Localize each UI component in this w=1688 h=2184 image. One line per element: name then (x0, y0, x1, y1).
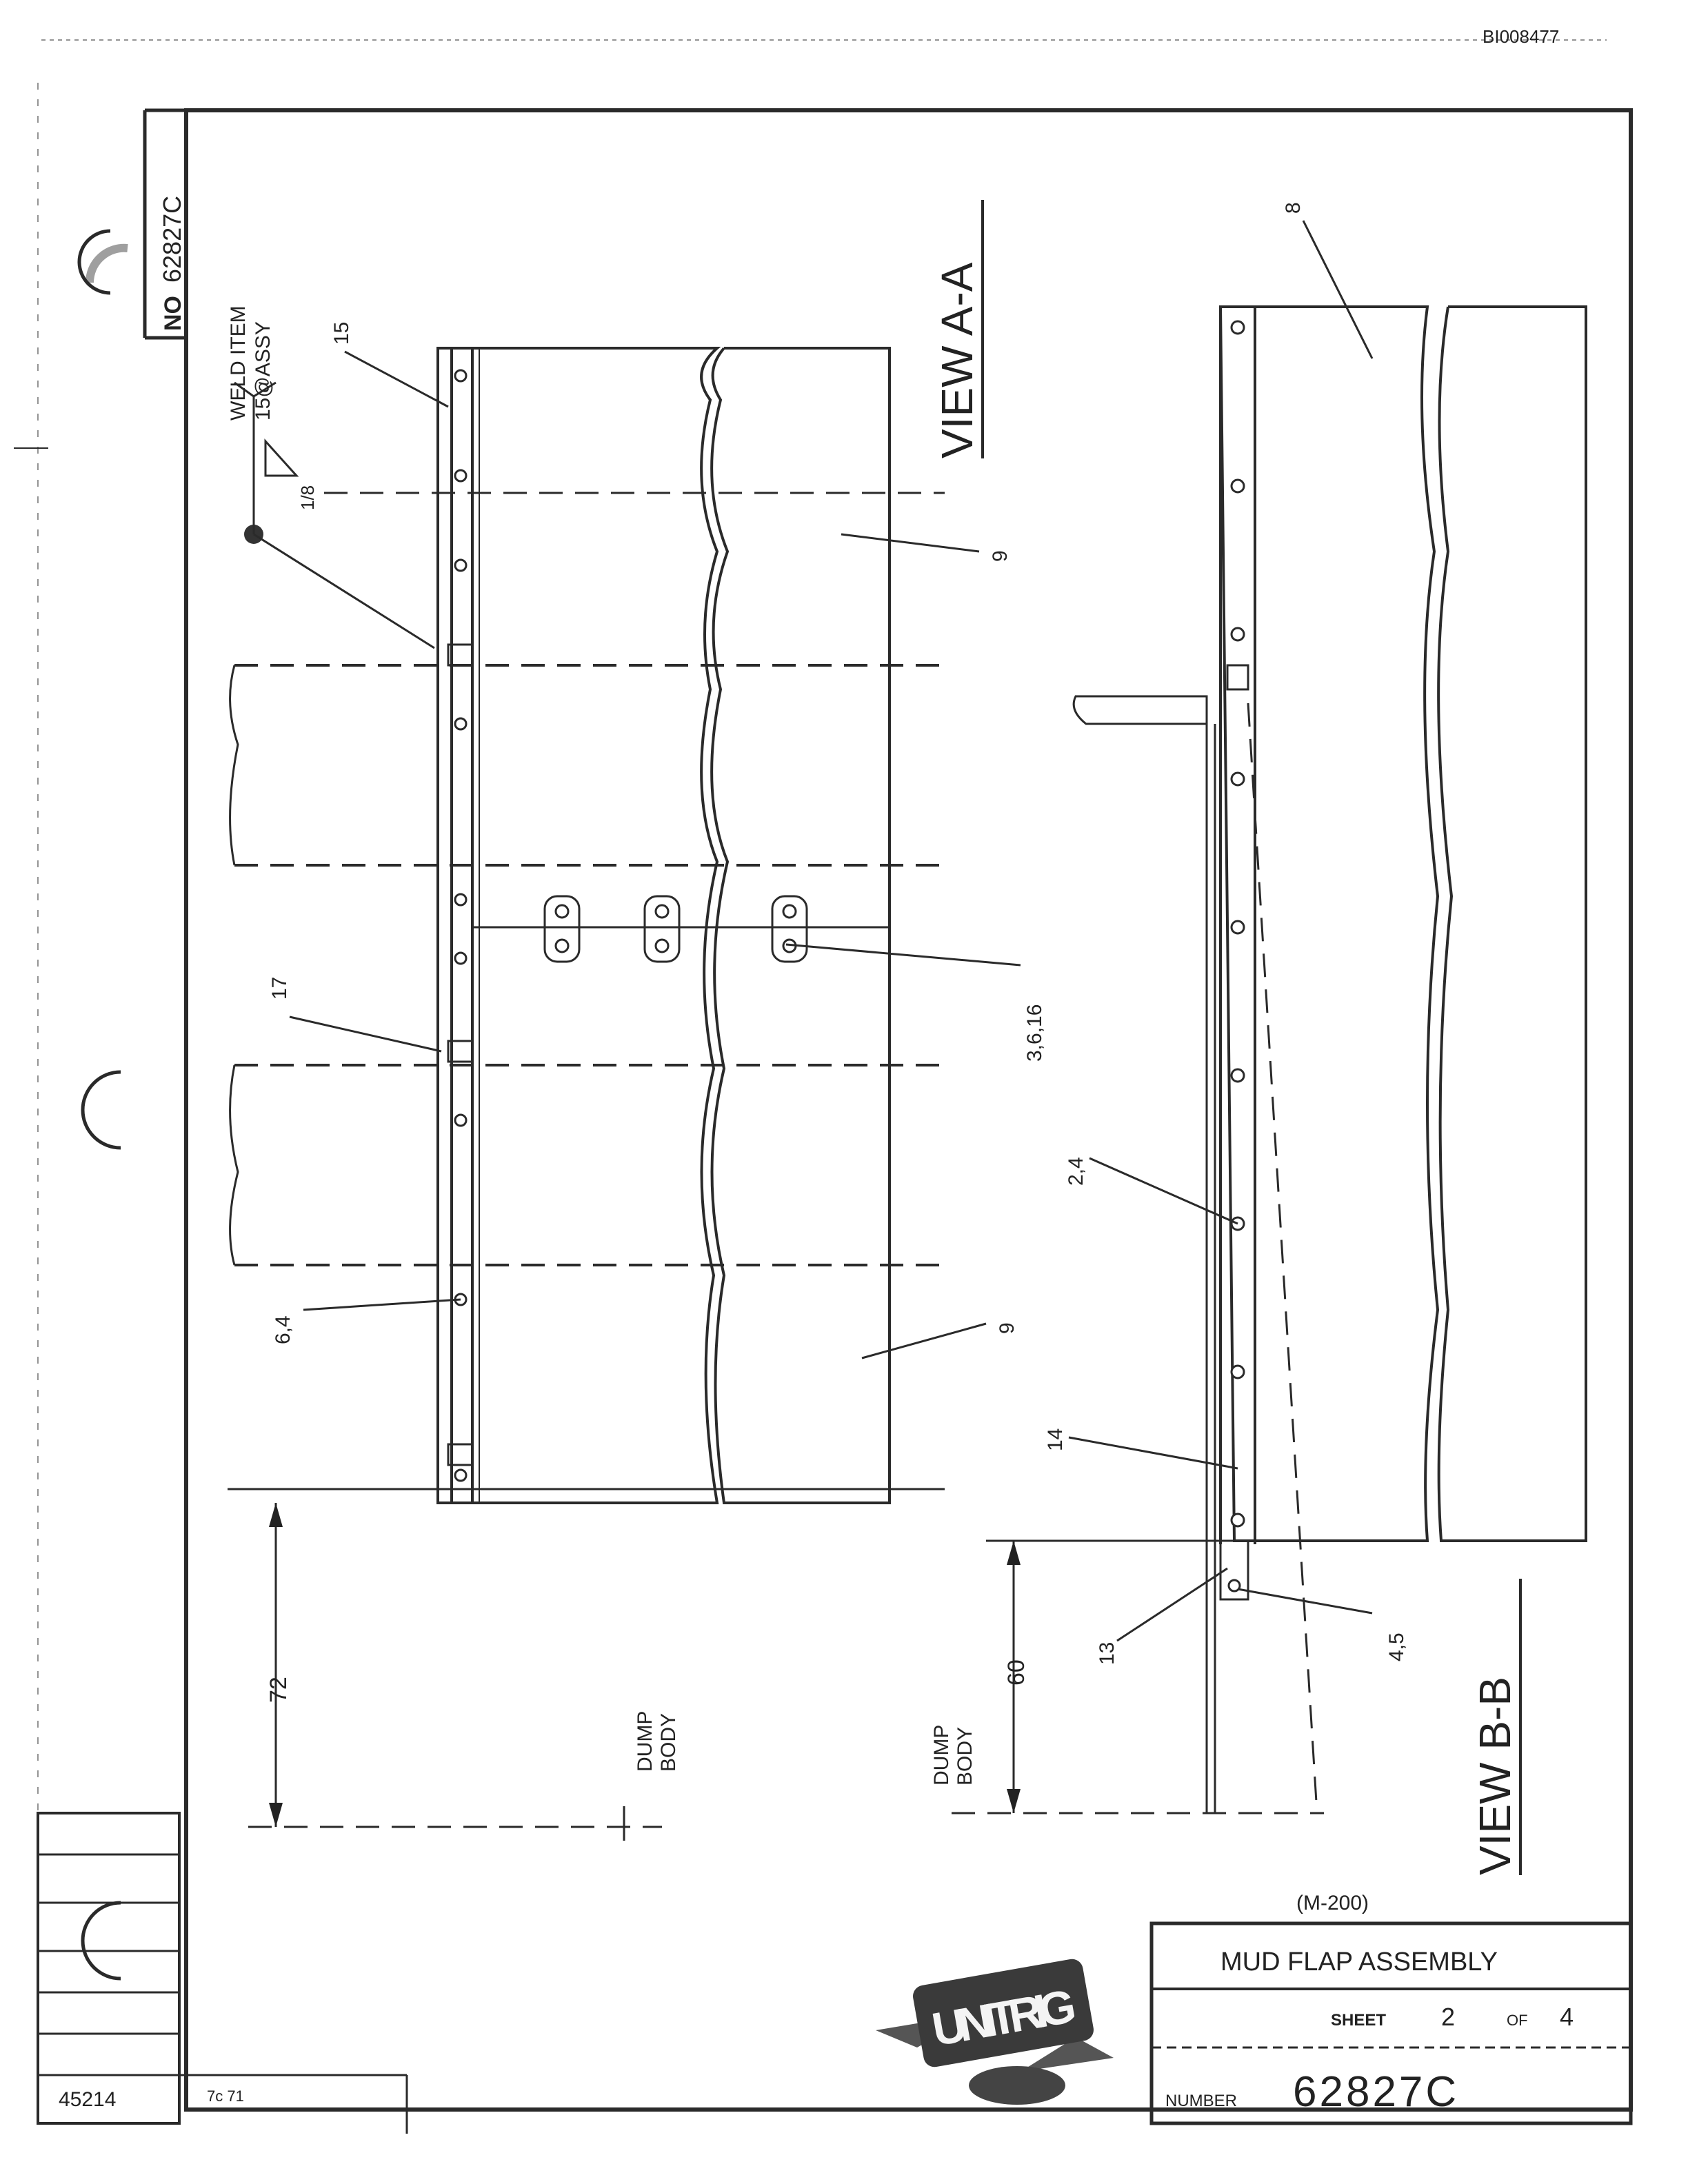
bracket-plates (543, 895, 808, 963)
model-note: (M-200) (1296, 1892, 1369, 1914)
callout-6-4: 6,4 (272, 1315, 294, 1344)
tab-number-prefix: NO (160, 296, 186, 331)
document-id: BI008477 (1483, 26, 1559, 47)
dimension-72: 72 (265, 1677, 292, 1703)
sheet-number: 2 (1441, 2003, 1455, 2031)
punch-hole-bottom (81, 1901, 121, 1981)
callout-8: 8 (1282, 202, 1305, 214)
callout-9-top: 9 (989, 550, 1012, 562)
weld-note-line2: 15@ASSY (252, 321, 274, 421)
unitrig-logo: UNITRIG (876, 1959, 1114, 2105)
sheet-total: 4 (1560, 2003, 1574, 2031)
dump-body-label-b2: BODY (954, 1727, 976, 1786)
dump-body-label-a2: BODY (657, 1713, 680, 1772)
of-label: OF (1507, 2012, 1528, 2029)
corner-note: 7c 71 (207, 2087, 244, 2105)
callout-4-5: 4,5 (1385, 1632, 1408, 1661)
dump-body-label-a: DUMP (634, 1711, 656, 1772)
dimension-60: 60 (1003, 1659, 1029, 1686)
drawing-title: MUD FLAP ASSEMBLY (1220, 1948, 1498, 1976)
callout-15: 15 (330, 322, 353, 345)
callout-9-bottom: 9 (996, 1322, 1018, 1334)
view-b-b-title: VIEW B-B (1470, 1677, 1520, 1875)
sheet-label: SHEET (1331, 2011, 1386, 2030)
weld-symbol: WELD ITEM 15@ASSY 1/8 (227, 305, 435, 649)
title-block: MUD FLAP ASSEMBLY SHEET 2 OF 4 NUMBER 62… (1149, 1921, 1633, 2125)
weld-note-line1: WELD ITEM (227, 305, 250, 421)
dump-body-label-b: DUMP (930, 1725, 953, 1786)
sheet-border (184, 108, 1633, 2112)
callout-2-4: 2,4 (1065, 1157, 1087, 1186)
corner-code: 45214 (59, 2088, 116, 2111)
number-label: NUMBER (1165, 2092, 1237, 2110)
callout-3-6-16: 3,6,16 (1023, 1004, 1046, 1062)
drawing-number-tab: NO 62827C (158, 196, 186, 331)
view-b-b: 60 DUMP BODY 8 2,4 14 13 4,5 VIEW B-B (930, 202, 1587, 1875)
drawing-number: 62827C (1293, 2068, 1459, 2116)
callout-17: 17 (268, 977, 291, 1000)
tab-drawing-number: 62827C (158, 196, 186, 283)
punch-hole-middle (81, 1070, 121, 1150)
weld-size: 1/8 (297, 485, 318, 510)
callout-14: 14 (1044, 1428, 1067, 1451)
view-a-a: 72 DUMP BODY WELD ITEM 15@ASSY 1/8 15 17… (227, 200, 1046, 1841)
revision-stub-table (37, 1812, 408, 2134)
punch-hole-top (77, 229, 128, 295)
callout-13: 13 (1096, 1642, 1118, 1665)
view-a-a-title: VIEW A-A (932, 262, 982, 458)
